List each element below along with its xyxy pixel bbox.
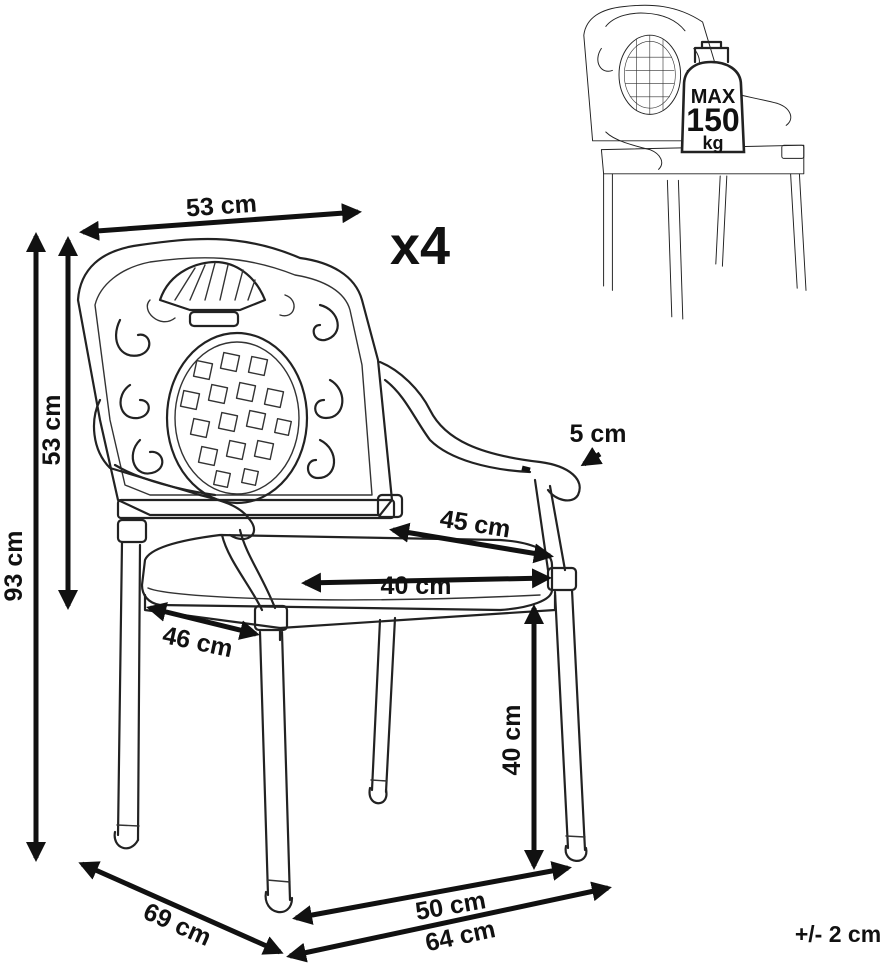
tolerance-label: +/- 2 cm — [795, 921, 881, 947]
armchair-icon — [76, 237, 588, 914]
armchair-icon — [583, 4, 807, 320]
dim-seat-width-front: 40 cm — [381, 572, 452, 600]
weight-unit: kg — [702, 133, 723, 153]
weight-value: 150 — [686, 102, 739, 138]
quantity-label: x4 — [390, 216, 450, 276]
dim-back-height: 53 cm — [38, 395, 66, 466]
dim-width-top: 53 cm — [185, 190, 258, 223]
dim-seat-height: 40 cm — [498, 705, 526, 776]
dimension-arrows — [26, 203, 612, 963]
weight-max-label: MAX — [691, 86, 736, 108]
weight-icon: MAX 150 kg — [680, 40, 746, 154]
dim-arm-width: 5 cm — [570, 420, 627, 448]
dim-total-height: 93 cm — [0, 531, 28, 602]
